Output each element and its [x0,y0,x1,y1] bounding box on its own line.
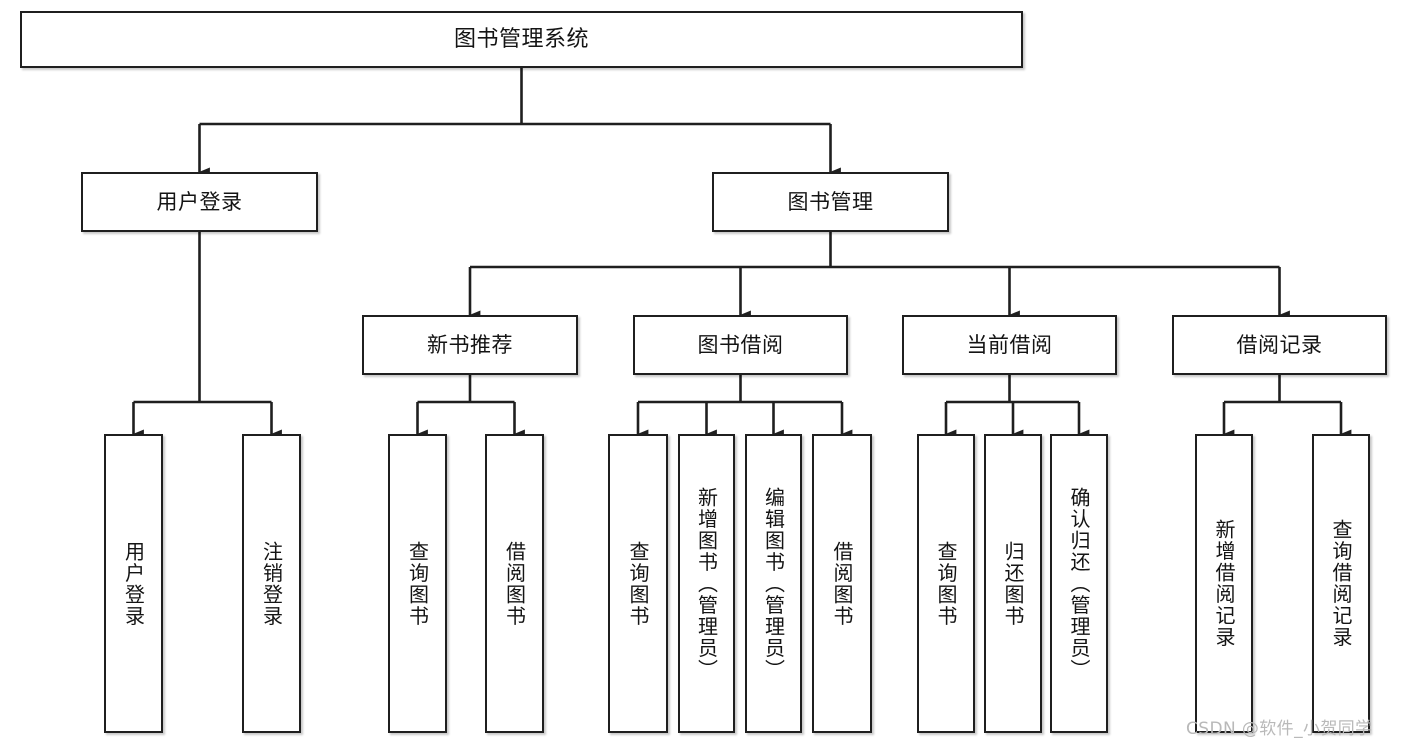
node-user-login[interactable]: 用户登录 [81,172,318,232]
node-label-book-manage: 图书管理 [787,189,874,214]
node-label-leaf-query-rec: 查询借阅记录 [1329,519,1353,648]
node-leaf-query-rec[interactable]: 查询借阅记录 [1312,434,1370,733]
node-label-leaf-user-login: 用户登录 [121,540,146,627]
node-leaf-add-rec[interactable]: 新增借阅记录 [1195,434,1253,733]
node-label-root: 图书管理系统 [453,26,589,52]
node-label-leaf-add-book: 新增图书（管理员） [694,486,719,681]
node-leaf-query-3[interactable]: 查询图书 [917,434,975,733]
node-label-leaf-return: 归还图书 [1001,540,1025,627]
node-label-leaf-query-2: 查询图书 [626,540,650,627]
node-leaf-confirm[interactable]: 确认归还（管理员） [1050,434,1108,733]
node-leaf-borrow-2[interactable]: 借阅图书 [812,434,872,733]
node-leaf-edit-book[interactable]: 编辑图书（管理员） [745,434,802,733]
node-leaf-query-2[interactable]: 查询图书 [608,434,668,733]
node-label-leaf-confirm: 确认归还（管理员） [1067,486,1091,681]
node-label-book-borrow: 图书借阅 [697,332,784,357]
node-book-manage[interactable]: 图书管理 [712,172,949,232]
node-label-leaf-borrow-1: 借阅图书 [502,540,527,627]
node-label-borrow-record: 借阅记录 [1236,332,1323,357]
node-label-current-borrow: 当前借阅 [966,332,1053,357]
node-leaf-query-1[interactable]: 查询图书 [388,434,447,733]
node-label-new-book-rec: 新书推荐 [427,332,513,357]
node-label-leaf-add-rec: 新增借阅记录 [1212,519,1236,648]
node-label-leaf-edit-book: 编辑图书（管理员） [761,486,786,681]
node-leaf-borrow-1[interactable]: 借阅图书 [485,434,544,733]
node-label-leaf-query-1: 查询图书 [405,540,430,627]
node-leaf-user-login[interactable]: 用户登录 [104,434,163,733]
node-leaf-return[interactable]: 归还图书 [984,434,1042,733]
node-root[interactable]: 图书管理系统 [20,11,1023,68]
node-book-borrow[interactable]: 图书借阅 [633,315,848,375]
node-label-leaf-logout: 注销登录 [259,540,284,627]
node-leaf-logout[interactable]: 注销登录 [242,434,301,733]
node-leaf-add-book[interactable]: 新增图书（管理员） [678,434,735,733]
node-label-leaf-query-3: 查询图书 [934,540,958,627]
node-borrow-record[interactable]: 借阅记录 [1172,315,1387,375]
node-label-user-login: 用户登录 [156,189,243,214]
node-label-leaf-borrow-2: 借阅图书 [830,540,854,627]
node-new-book-rec[interactable]: 新书推荐 [362,315,578,375]
node-current-borrow[interactable]: 当前借阅 [902,315,1117,375]
